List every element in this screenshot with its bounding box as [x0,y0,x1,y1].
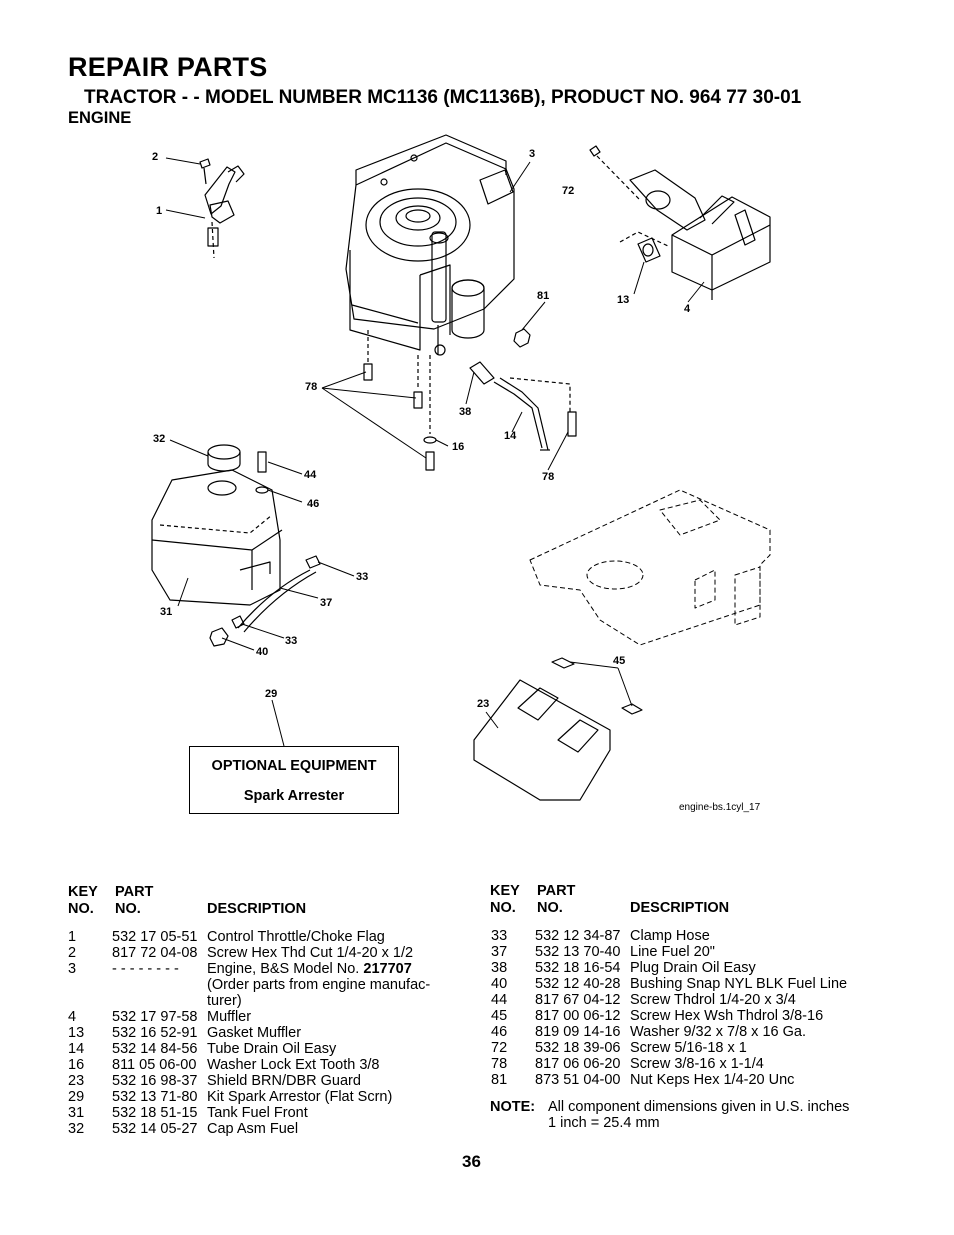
engine-drawing [345,134,515,356]
callout-label: 32 [153,433,166,445]
callout-label: 78 [542,471,555,483]
callout-label: 29 [265,688,278,700]
page-number: 36 [462,1152,481,1171]
note-text: All component dimensions given in U.S. i… [548,1099,850,1115]
callout-label: 46 [307,498,320,510]
nut-drawing [513,328,531,348]
note-text: 1 inch = 25.4 mm [548,1115,660,1131]
callout-label: 33 [285,635,298,647]
section-label: ENGINE [68,109,132,127]
diagram-reference: engine-bs.1cyl_17 [679,802,761,813]
callout-label: 1 [156,205,163,217]
parts-diagram [151,134,771,801]
callout-label: 3 [529,148,536,160]
callout-label: 13 [617,294,630,306]
header-description: DESCRIPTION [630,900,730,916]
fuel-tank-drawing [151,469,283,606]
screw-44-drawing [257,451,267,473]
muffler-drawing [589,145,771,300]
callout-label: 72 [562,185,575,197]
callout-label: 4 [684,303,691,315]
callout-label: 44 [304,469,317,481]
page-title: REPAIR PARTS [68,52,268,82]
frame-plate-drawing [529,489,771,646]
drain-tube-drawing [469,361,577,451]
note-label: NOTE: [490,1099,536,1115]
callout-label: 31 [160,606,173,618]
callout-label: 81 [537,290,550,302]
optional-equipment-item: Spark Arrester [243,788,345,804]
optional-equipment-title: OPTIONAL EQUIPMENT [211,758,377,774]
table-row: 3- - - - - - - - Engine, B&S Model No. 2… [68,961,431,1009]
throttle-control-drawing [199,158,245,259]
callout-label: 33 [356,571,369,583]
page-subtitle: TRACTOR - - MODEL NUMBER MC1136 (MC1136B… [84,87,802,108]
callout-label: 40 [256,646,269,658]
engine-screws-drawing [363,330,437,471]
fuel-cap-drawing [207,444,241,472]
callout-label: 37 [320,597,333,609]
optional-equipment-box: OPTIONAL EQUIPMENT Spark Arrester [189,746,399,814]
callout-label: 78 [305,381,318,393]
callout-label: 16 [452,441,465,453]
callout-label: 23 [477,698,490,710]
shield-drawing [473,657,643,801]
fuel-line-drawing [209,555,321,647]
header-description: DESCRIPTION [207,901,307,917]
callout-label: 45 [613,655,626,667]
callout-label: 2 [152,151,159,163]
callout-label: 38 [459,406,472,418]
callout-label: 14 [504,430,517,442]
washer-46-drawing [255,486,269,494]
leader-lines [165,157,705,747]
